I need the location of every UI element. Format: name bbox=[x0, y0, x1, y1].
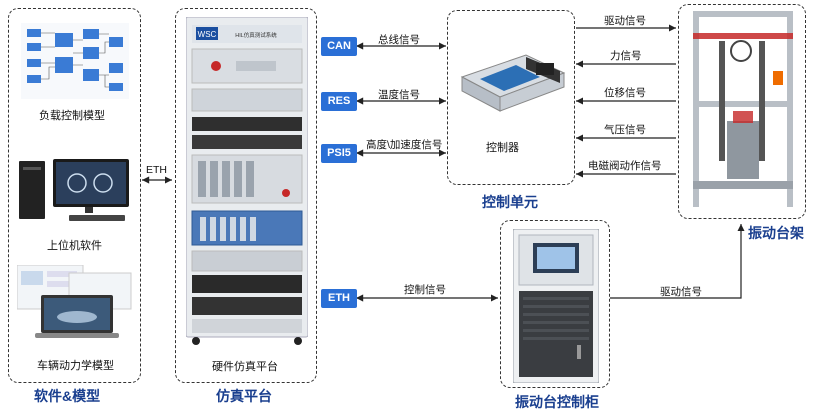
software-models-panel: 负载控制模型 上位机软件 车辆动力学模型 bbox=[8, 8, 141, 383]
force-signal-label: 力信号 bbox=[610, 50, 642, 62]
valve-signal-label: 电磁阀动作信号 bbox=[588, 160, 662, 172]
cabinet-drive-signal-label: 驱动信号 bbox=[660, 286, 702, 298]
psi5-signal-label: 高度\加速度信号 bbox=[366, 139, 443, 151]
eth-left-label: ETH bbox=[146, 164, 167, 176]
hil-platform-caption: 硬件仿真平台 bbox=[212, 361, 278, 373]
controller-caption: 控制器 bbox=[486, 142, 519, 154]
eth-tag: ETH bbox=[321, 289, 357, 308]
sim-platform-panel: WSC HIL仿真测试系统 硬件仿真平台 bbox=[175, 8, 317, 383]
host-software-caption: 上位机软件 bbox=[47, 240, 102, 252]
vehicle-dynamics-caption: 车辆动力学模型 bbox=[37, 360, 114, 372]
res-signal-label: 温度信号 bbox=[378, 89, 420, 101]
res-tag: RES bbox=[321, 92, 357, 111]
controller-image bbox=[460, 54, 566, 112]
drive-signal-label: 驱动信号 bbox=[604, 15, 646, 27]
hil-cabinet-image: WSC HIL仿真测试系统 bbox=[186, 17, 308, 345]
hil-brand: WSC bbox=[198, 30, 217, 39]
vibration-rig-panel bbox=[678, 4, 806, 219]
load-control-model-image bbox=[21, 23, 129, 99]
displacement-signal-label: 位移信号 bbox=[604, 87, 646, 99]
host-pc-image bbox=[19, 159, 129, 221]
arrow-cabinet-drive bbox=[610, 224, 745, 299]
sim-platform-title: 仿真平台 bbox=[216, 388, 272, 404]
pressure-signal-label: 气压信号 bbox=[604, 124, 646, 136]
software-models-title: 软件&模型 bbox=[34, 388, 101, 404]
load-control-model-caption: 负载控制模型 bbox=[39, 110, 105, 122]
psi5-tag: PSI5 bbox=[321, 144, 357, 163]
vehicle-dynamics-image bbox=[17, 265, 132, 338]
vibration-cabinet-panel bbox=[500, 220, 610, 388]
vibration-rig-image bbox=[693, 11, 793, 207]
vibration-cabinet-title: 振动台控制柜 bbox=[515, 394, 599, 410]
vibration-rig-title: 振动台架 bbox=[748, 225, 804, 241]
vibration-cabinet-image bbox=[513, 229, 599, 383]
eth-signal-label: 控制信号 bbox=[404, 284, 446, 296]
can-tag: CAN bbox=[321, 37, 357, 56]
control-unit-title: 控制单元 bbox=[482, 194, 538, 210]
can-signal-label: 总线信号 bbox=[378, 34, 420, 46]
control-unit-panel: 控制器 bbox=[447, 10, 575, 185]
hil-screen-text: HIL仿真测试系统 bbox=[235, 31, 277, 39]
